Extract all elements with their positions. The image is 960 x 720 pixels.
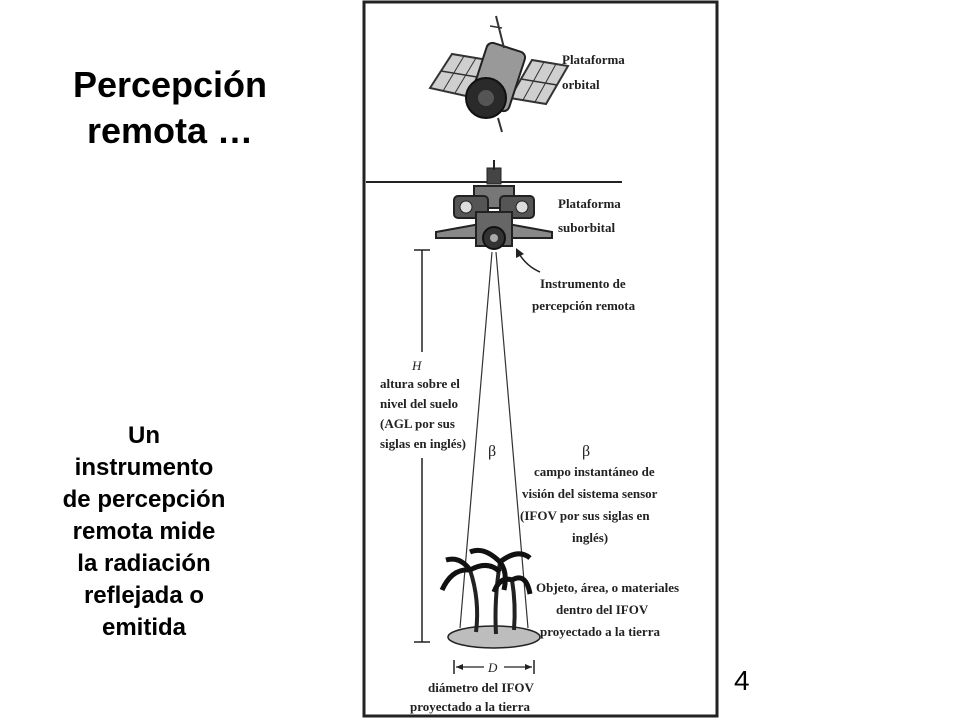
ifov-label-2: visión del sistema sensor (522, 486, 658, 501)
slide-title: Percepción remota … (20, 62, 320, 154)
instrument-label-2: percepción remota (532, 298, 636, 313)
side-line-1: Un (128, 422, 160, 449)
title-line-1: Percepción (72, 64, 268, 105)
suborbital-label-2: suborbital (558, 220, 615, 235)
satellite-icon (428, 15, 570, 133)
height-symbol: H (411, 358, 422, 373)
ifov-label-4: inglés) (572, 530, 608, 545)
side-line-5: la radiación (77, 550, 211, 577)
side-caption: Un instrumento de percepción remota mide… (30, 420, 258, 644)
height-label-3: (AGL por sus (380, 416, 455, 431)
height-label-bg (378, 352, 474, 458)
ifov-label-1: campo instantáneo de (534, 464, 655, 479)
diameter-label-2: proyectado a la tierra (410, 699, 530, 714)
height-label-4: siglas en inglés) (380, 436, 466, 451)
height-label-1: altura sobre el (380, 376, 460, 391)
beta-symbol: β (582, 443, 590, 460)
side-line-2: instrumento (74, 454, 214, 481)
instrument-arrowhead (516, 248, 524, 258)
height-label-2: nivel del suelo (380, 396, 458, 411)
side-line-6: reflejada o (83, 582, 205, 609)
object-label-2: dentro del IFOV (556, 602, 649, 617)
side-line-4: remota mide (72, 518, 216, 545)
ifov-label-3: (IFOV por sus siglas en (520, 508, 650, 523)
orbital-label-1: Plataforma (562, 52, 625, 67)
object-label-1: Objeto, área, o materiales (536, 580, 679, 595)
suborbital-label-1: Plataforma (558, 196, 621, 211)
instrument-label-1: Instrumento de (540, 276, 626, 291)
palm-tree-icon (439, 547, 541, 649)
object-label-3: proyectado a la tierra (540, 624, 660, 639)
orbital-label-2: orbital (562, 77, 600, 92)
helicopter-icon (366, 160, 622, 250)
cone-right-edge (495, 251, 529, 629)
side-line-7: emitida (101, 614, 187, 641)
page-number: 4 (734, 665, 750, 696)
beta-cone-symbol: β (488, 443, 496, 460)
diameter-label-1: diámetro del IFOV (428, 680, 535, 695)
diameter-symbol: D (487, 660, 498, 675)
title-line-2: remota … (86, 110, 254, 151)
side-line-3: de percepción (62, 486, 226, 513)
diameter-bracket (453, 660, 535, 674)
